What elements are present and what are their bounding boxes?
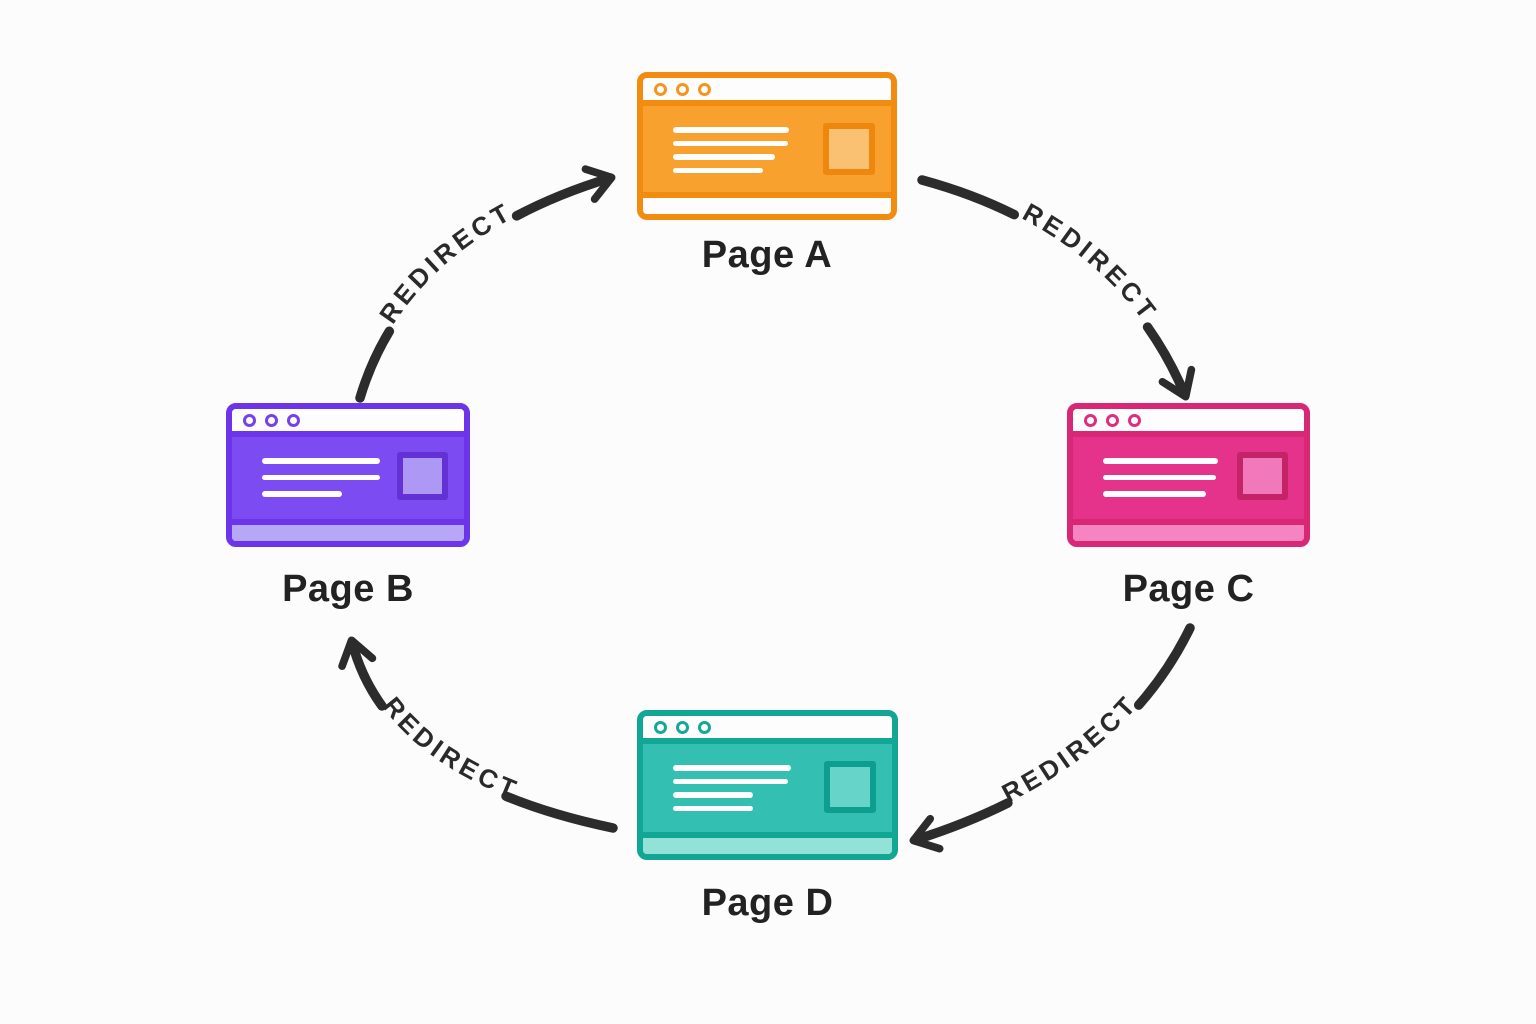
page-c-label: Page C xyxy=(1122,568,1255,610)
window-dot-icon xyxy=(287,413,300,427)
content-text-line xyxy=(673,805,753,811)
window-dot-icon xyxy=(1128,413,1141,427)
window-footer xyxy=(1073,519,1304,541)
content-thumbnail xyxy=(1237,452,1288,500)
guide-path-c-to-d xyxy=(915,628,1190,840)
content-text-line xyxy=(1103,458,1218,464)
content-text-line xyxy=(262,491,342,497)
window-titlebar xyxy=(643,78,891,106)
redirect-label: REDIRECT xyxy=(997,688,1144,808)
window-dot-icon xyxy=(676,720,689,734)
content-text-line xyxy=(262,474,380,480)
content-text-lines xyxy=(1103,458,1218,497)
window-dot-icon xyxy=(698,82,711,96)
content-thumbnail xyxy=(824,761,876,813)
content-text-line xyxy=(673,792,753,798)
window-footer xyxy=(232,519,464,541)
redirect-label: REDIRECT xyxy=(377,691,524,805)
content-text-lines xyxy=(262,458,380,497)
redirect-label: REDIRECT xyxy=(1018,197,1164,327)
window-titlebar xyxy=(643,716,892,744)
redirect-arrow-d-to-b xyxy=(338,636,618,833)
content-text-line xyxy=(673,765,791,771)
content-text-line xyxy=(1103,474,1216,480)
content-text-lines xyxy=(673,127,789,173)
window-dot-icon xyxy=(243,413,256,427)
window-content xyxy=(232,437,464,519)
page-b-label: Page B xyxy=(282,568,414,610)
content-text-line xyxy=(673,154,775,160)
browser-window-page-c xyxy=(1067,403,1310,547)
redirect-arrow-b-to-a xyxy=(355,165,616,403)
browser-window-page-d xyxy=(637,710,898,860)
content-thumbnail xyxy=(397,452,448,500)
browser-window-page-b xyxy=(226,403,470,547)
redirect-label: REDIRECT xyxy=(373,196,517,329)
window-footer xyxy=(643,192,891,214)
window-content xyxy=(1073,437,1304,519)
window-titlebar xyxy=(232,409,464,437)
browser-window-page-a xyxy=(637,72,897,220)
content-text-lines xyxy=(673,765,791,811)
window-dot-icon xyxy=(1106,413,1119,427)
guide-path-d-to-b xyxy=(352,642,613,828)
content-text-line xyxy=(673,140,788,146)
content-text-line xyxy=(673,127,789,133)
window-content xyxy=(643,744,892,832)
window-dot-icon xyxy=(676,82,689,96)
page-d-label: Page D xyxy=(701,882,834,924)
window-dot-icon xyxy=(698,720,711,734)
window-footer xyxy=(643,832,892,854)
redirect-arrow-c-to-d xyxy=(909,623,1195,853)
redirect-arrow-a-to-c xyxy=(917,175,1196,401)
window-dot-icon xyxy=(654,720,667,734)
window-dot-icon xyxy=(265,413,278,427)
content-text-line xyxy=(673,167,763,173)
content-text-line xyxy=(1103,491,1206,497)
window-dot-icon xyxy=(1084,413,1097,427)
window-dot-icon xyxy=(654,82,667,96)
content-thumbnail xyxy=(823,123,875,175)
page-a-label: Page A xyxy=(701,234,833,276)
content-text-line xyxy=(673,778,788,784)
window-titlebar xyxy=(1073,409,1304,437)
content-text-line xyxy=(262,458,380,464)
window-content xyxy=(643,106,891,192)
